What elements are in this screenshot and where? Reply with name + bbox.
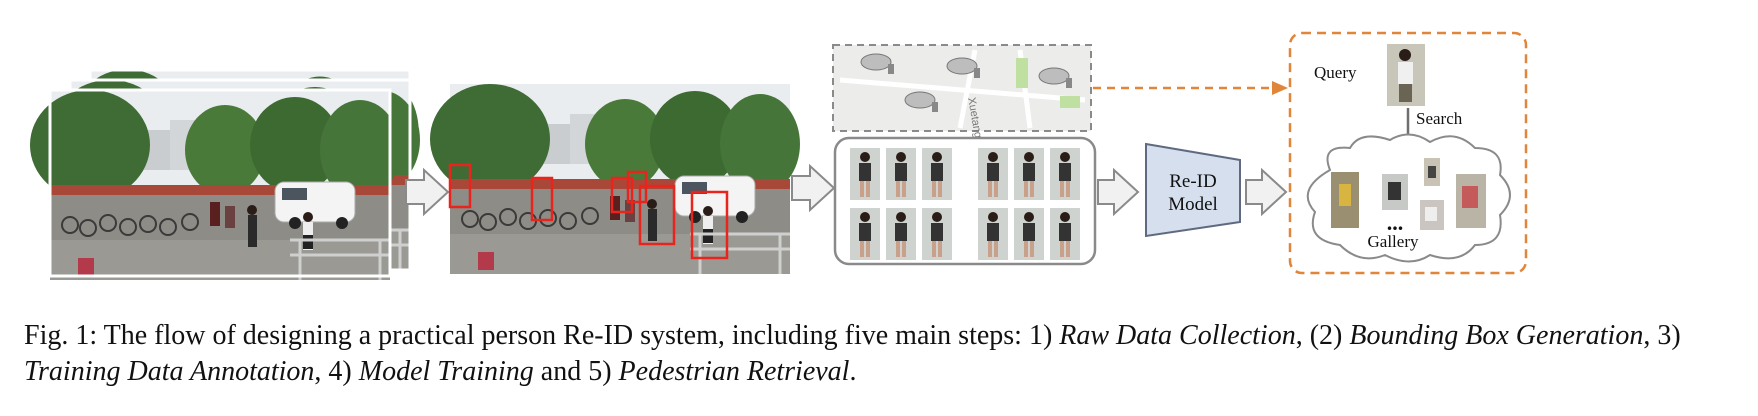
person-crop — [1014, 208, 1044, 260]
map-to-query-arrow — [1093, 81, 1288, 95]
model-label-line2: Model — [1168, 194, 1218, 215]
gallery-image — [1382, 174, 1408, 210]
person-crop — [922, 148, 952, 200]
caption-suffix: . — [849, 356, 857, 387]
figure-caption: Fig. 1: The flow of designing a practica… — [24, 318, 1744, 390]
pipeline-figure: Xuetang Rd Re-ID Model Query — [28, 31, 1528, 282]
query-label: Query — [1314, 63, 1357, 82]
person-crop — [886, 148, 916, 200]
detection-box — [638, 184, 676, 246]
search-label: Search — [1416, 109, 1463, 128]
reid-model-block: Re-ID Model — [1145, 142, 1241, 238]
caption-sep-1: , (2) — [1295, 320, 1350, 351]
gallery-cloud — [1306, 133, 1511, 263]
gallery-dots: ... — [1387, 210, 1404, 235]
detection-box — [448, 163, 472, 209]
detection-frame — [428, 82, 802, 276]
flow-arrow-4 — [1245, 167, 1288, 217]
person-crop — [1050, 148, 1080, 200]
person-crop — [850, 208, 880, 260]
flow-arrow-3 — [1097, 167, 1140, 217]
gallery-label: Gallery — [1368, 232, 1419, 251]
caption-sep-3: , 4) — [314, 356, 359, 387]
detection-box — [530, 176, 554, 222]
person-crop — [850, 148, 880, 200]
detection-box — [610, 176, 634, 214]
person-crop — [1014, 148, 1044, 200]
person-crop — [1050, 208, 1080, 260]
gallery-image — [1331, 172, 1359, 228]
query-image — [1387, 44, 1425, 106]
caption-sep-2: , 3) — [1643, 320, 1681, 351]
caption-step-4: Model Training — [358, 356, 534, 387]
gallery-image — [1420, 200, 1444, 230]
gallery-image — [1456, 174, 1486, 228]
person-crop — [922, 208, 952, 260]
caption-step-5: Pedestrian Retrieval — [618, 356, 850, 387]
retrieval-panel: Query Search ... — [1288, 31, 1528, 275]
caption-step-3: Training Data Annotation — [24, 356, 315, 387]
person-crop — [978, 148, 1008, 200]
gallery-image — [1424, 158, 1440, 186]
flow-arrow-1 — [405, 167, 450, 217]
caption-step-2: Bounding Box Generation — [1349, 320, 1644, 351]
caption-sep-4: and 5) — [533, 356, 619, 387]
person-crop — [978, 208, 1008, 260]
camera-map: Xuetang Rd — [832, 44, 1092, 156]
raw-data-stack — [28, 67, 422, 282]
flow-arrow-2 — [791, 163, 836, 213]
caption-step-1: Raw Data Collection — [1059, 320, 1296, 351]
person-crop — [886, 208, 916, 260]
caption-prefix: Fig. 1: The flow of designing a practica… — [24, 320, 1060, 351]
detection-box — [690, 190, 729, 260]
model-label-line1: Re-ID — [1169, 171, 1216, 192]
annotation-panel — [833, 136, 1097, 266]
